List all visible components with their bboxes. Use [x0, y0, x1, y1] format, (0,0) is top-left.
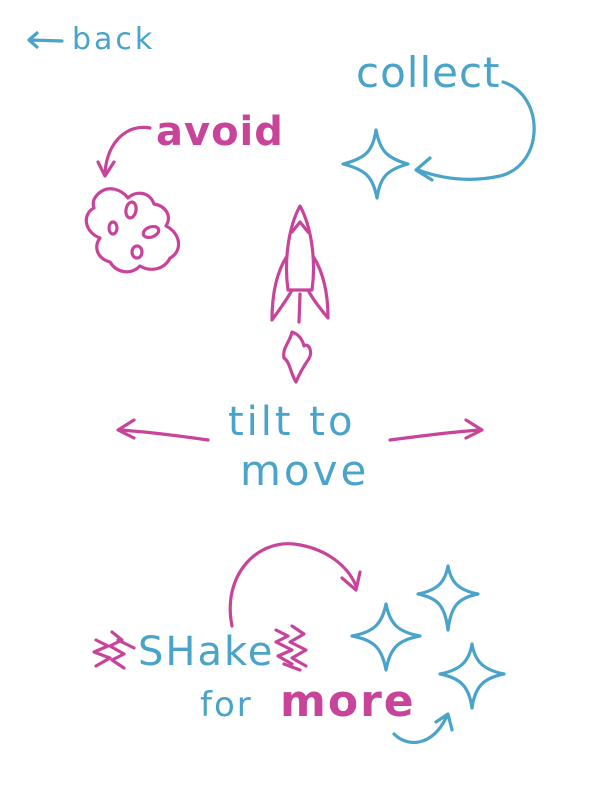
star-right-icon: [438, 642, 506, 710]
avoid-label: avoid: [156, 109, 284, 155]
move-label: move: [240, 446, 370, 495]
tilt-left-arrow-icon: [116, 418, 210, 442]
more-label: more: [280, 676, 416, 727]
collect-star-icon: [341, 128, 410, 200]
shake-label: SHake: [138, 629, 275, 675]
asteroid-icon: [84, 187, 181, 274]
collect-label: collect: [356, 48, 501, 97]
shake-left-vibration-icon: [92, 630, 136, 670]
avoid-arrow-icon: [96, 125, 152, 178]
for-label: for: [200, 685, 253, 725]
tilt-to-label: tilt to: [228, 399, 356, 445]
tilt-right-arrow-icon: [388, 418, 484, 442]
back-arrow-icon: [27, 31, 64, 49]
star-top-icon: [416, 564, 480, 632]
rocket-icon: [270, 204, 330, 384]
back-button[interactable]: back: [22, 20, 182, 60]
shake-right-vibration-icon: [274, 624, 308, 672]
back-label: back: [72, 22, 156, 57]
shake-arrow-icon: [228, 542, 362, 628]
star-large-icon: [350, 602, 422, 672]
